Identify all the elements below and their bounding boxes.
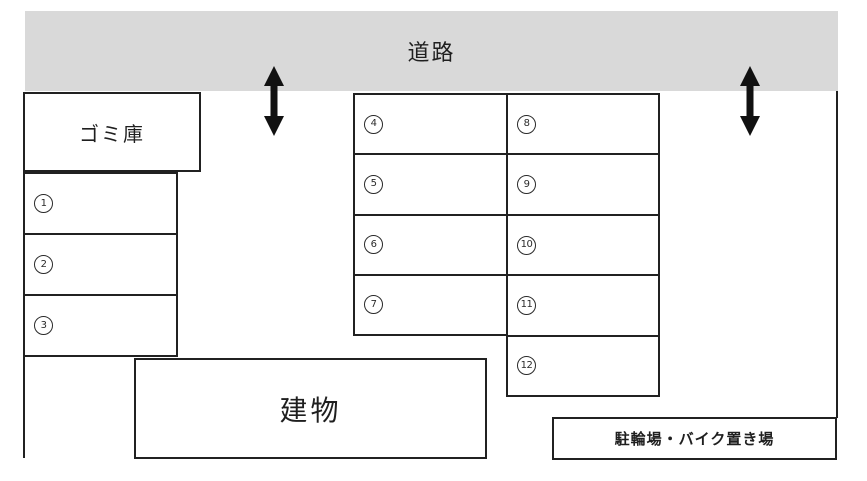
parking-column-left: 1 2 3 [23, 172, 178, 357]
spot-number: 7 [364, 295, 383, 315]
parking-spot-10: 10 [508, 216, 658, 277]
parking-spot-5: 5 [355, 155, 506, 216]
road-area: 道路 [25, 11, 838, 91]
spot-number: 12 [517, 356, 536, 376]
spot-number: 4 [364, 114, 383, 134]
parking-column-middle: 4 5 6 7 [353, 93, 508, 336]
garbage-room-label: ゴミ庫 [79, 121, 145, 146]
building-label: 建物 [279, 393, 342, 427]
spot-number: 8 [517, 114, 536, 134]
spot-number: 10 [517, 235, 536, 255]
spot-number: 11 [517, 295, 536, 315]
entrance-arrow-icon [740, 66, 760, 136]
spot-number: 6 [364, 235, 383, 255]
parking-spot-8: 8 [508, 95, 658, 156]
spot-number: 5 [364, 174, 383, 194]
road-label: 道路 [407, 41, 456, 66]
spot-number: 2 [34, 255, 53, 274]
parking-spot-2: 2 [25, 235, 176, 296]
bicycle-area-box: 駐輪場・バイク置き場 [552, 417, 837, 460]
spot-number: 9 [517, 175, 536, 195]
parking-spot-3: 3 [25, 296, 176, 355]
parking-spot-6: 6 [355, 216, 506, 276]
parking-spot-9: 9 [508, 155, 658, 216]
parking-column-right: 8 9 10 11 12 [506, 93, 660, 397]
spot-number: 1 [34, 194, 53, 213]
parking-spot-4: 4 [355, 95, 506, 156]
garbage-room-box: ゴミ庫 [23, 92, 201, 172]
spot-number: 3 [34, 316, 53, 335]
parking-spot-7: 7 [355, 276, 506, 334]
bicycle-area-label: 駐輪場・バイク置き場 [614, 430, 775, 448]
parking-spot-12: 12 [508, 337, 658, 395]
right-boundary-line [836, 91, 838, 418]
building-box: 建物 [134, 358, 487, 459]
parking-spot-11: 11 [508, 276, 658, 337]
parking-spot-1: 1 [25, 174, 176, 235]
entrance-arrow-icon [264, 66, 284, 136]
left-boundary-line [23, 357, 25, 458]
